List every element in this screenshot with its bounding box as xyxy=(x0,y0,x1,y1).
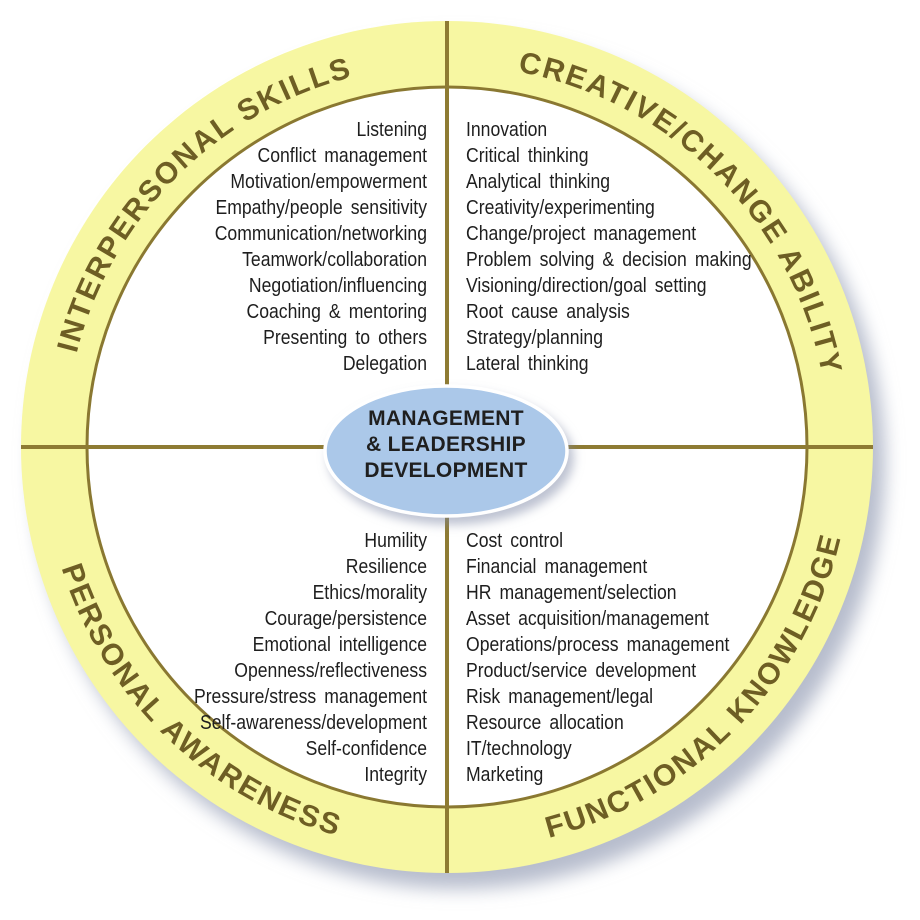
center-ellipse xyxy=(323,384,569,518)
list-item: Listening xyxy=(356,119,427,141)
list-item: Negotiation/influencing xyxy=(248,275,427,297)
list-item: Integrity xyxy=(364,764,427,786)
list-item: Emotional intelligence xyxy=(252,634,427,656)
list-item: HR management/selection xyxy=(466,582,677,604)
list-item: Teamwork/collaboration xyxy=(242,249,427,271)
list-item: Coaching & mentoring xyxy=(246,301,427,323)
list-item: Problem solving & decision making xyxy=(466,249,752,271)
list-item: Empathy/people sensitivity xyxy=(215,197,427,219)
list-item: Critical thinking xyxy=(466,145,589,167)
list-item: Lateral thinking xyxy=(466,353,589,375)
list-item: Courage/persistence xyxy=(264,608,427,630)
list-item: Presenting to others xyxy=(263,327,427,349)
list-item: Root cause analysis xyxy=(466,301,630,323)
list-item: Change/project management xyxy=(466,223,697,245)
list-item: Cost control xyxy=(466,530,564,552)
center-label: MANAGEMENT & LEADERSHIP DEVELOPMENT xyxy=(326,406,566,484)
list-item: IT/technology xyxy=(466,738,572,760)
list-item: Delegation xyxy=(342,353,427,375)
list-item: Humility xyxy=(364,530,427,552)
list-item: Self-confidence xyxy=(305,738,427,760)
list-item: Openness/reflectiveness xyxy=(234,660,427,682)
list-item: Risk management/legal xyxy=(466,686,654,708)
list-item: Resilience xyxy=(345,556,427,578)
list-item: Product/service development xyxy=(466,660,697,682)
list-item: Strategy/planning xyxy=(466,327,603,349)
list-item: Motivation/empowerment xyxy=(230,171,427,193)
list-item: Creativity/experimenting xyxy=(466,197,655,219)
list-item: Innovation xyxy=(466,119,548,141)
list-item: Self-awareness/development xyxy=(200,712,427,734)
center-label-line-1: MANAGEMENT xyxy=(368,407,524,430)
list-item: Communication/networking xyxy=(214,223,427,245)
list-item: Asset acquisition/management xyxy=(466,608,709,630)
list-item: Operations/process management xyxy=(466,634,730,656)
list-item: Marketing xyxy=(466,764,544,786)
center-label-line-2: & LEADERSHIP xyxy=(366,433,526,456)
list-item: Ethics/morality xyxy=(312,582,427,604)
list-item: Conflict management xyxy=(257,145,427,167)
list-item: Visioning/direction/goal setting xyxy=(466,275,707,297)
list-item: Resource allocation xyxy=(466,712,624,734)
list-item: Pressure/stress management xyxy=(193,686,427,708)
center-label-line-3: DEVELOPMENT xyxy=(364,459,528,482)
list-item: Financial management xyxy=(466,556,648,578)
list-item: Analytical thinking xyxy=(466,171,611,193)
